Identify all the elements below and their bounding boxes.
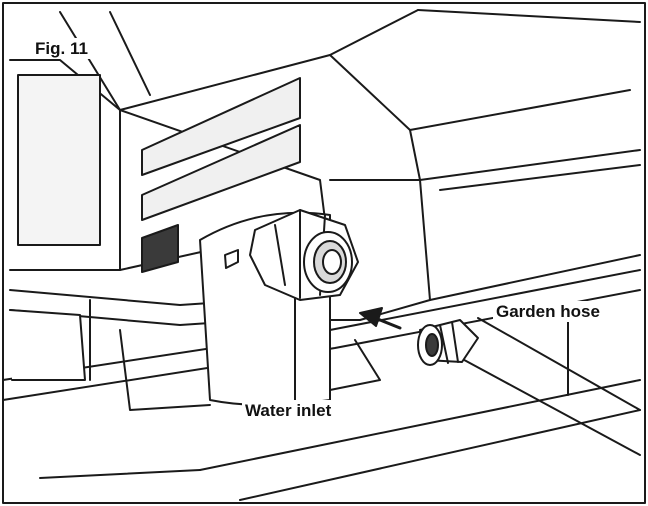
figure-number: Fig. 11	[31, 38, 92, 59]
machine-body	[9, 9, 641, 411]
water-inlet-fitting	[224, 209, 359, 301]
direction-arrow	[359, 307, 402, 330]
garden-hose	[417, 317, 641, 456]
water-inlet-label: Water inlet	[242, 400, 335, 421]
garden-hose-label: Garden hose	[493, 301, 603, 322]
